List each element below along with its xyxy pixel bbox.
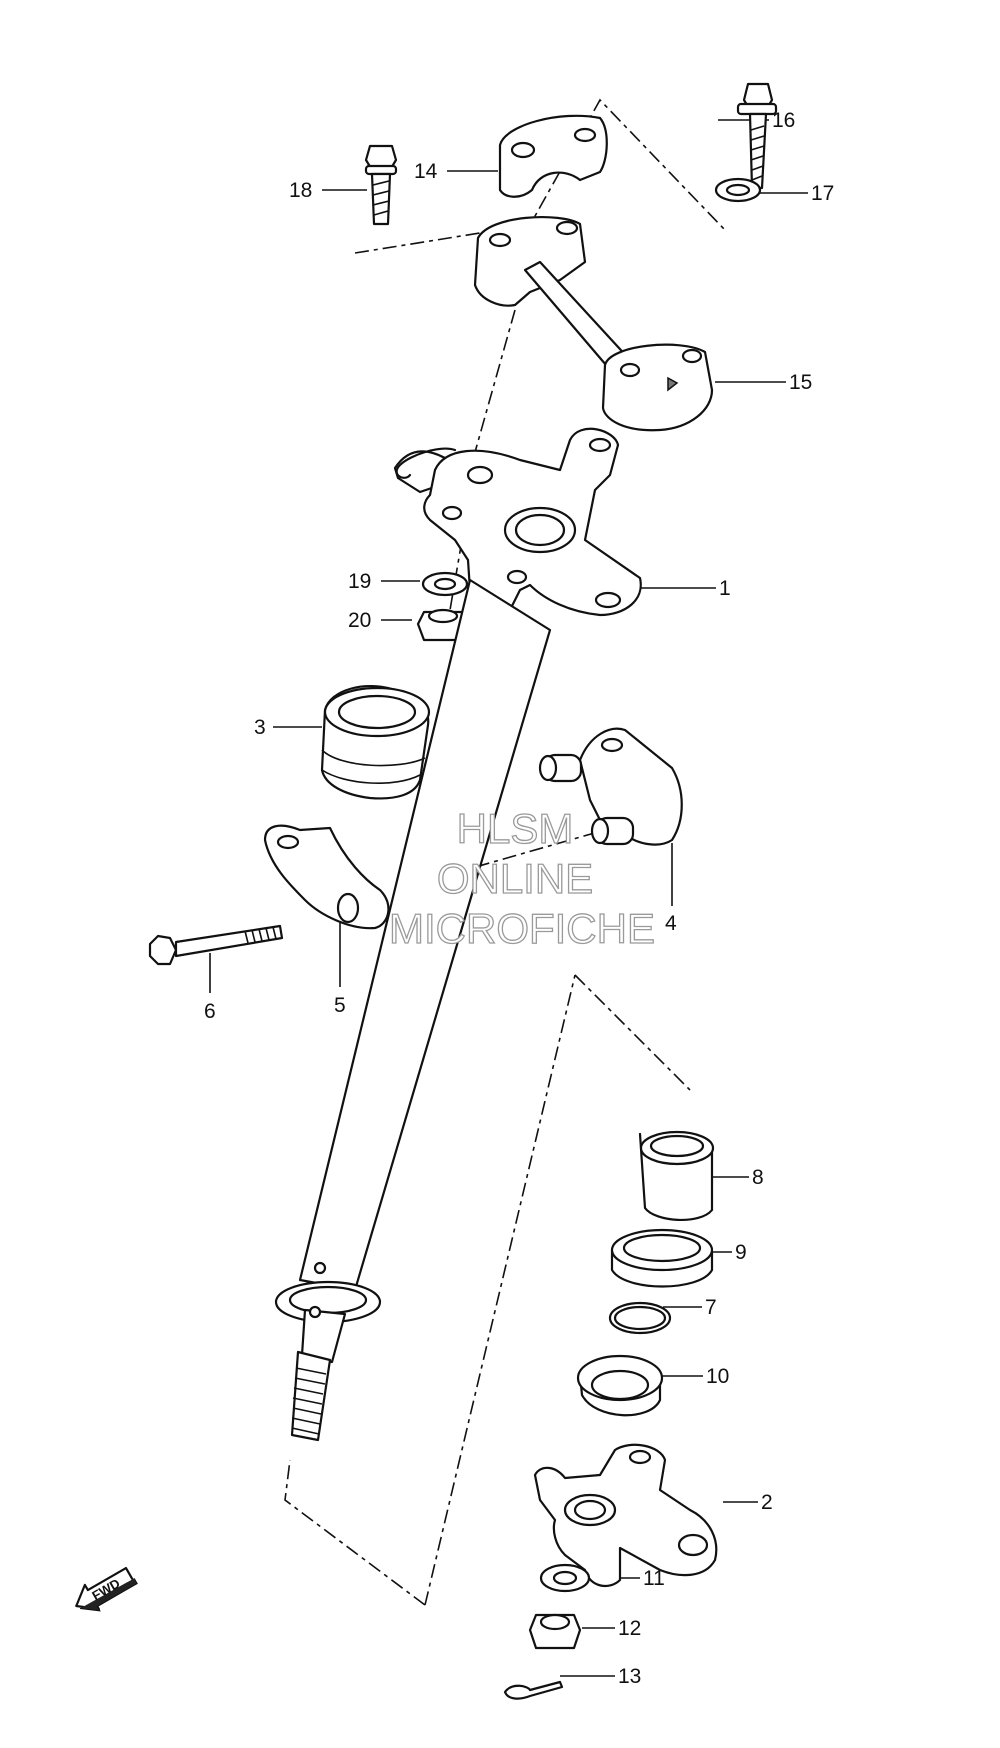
label-part-9: 9 [735, 1241, 747, 1264]
bushing-3-icon [320, 685, 431, 800]
label-part-12: 12 [618, 1617, 641, 1640]
label-part-8: 8 [752, 1166, 764, 1189]
label-part-7: 7 [705, 1296, 717, 1319]
handlebar-holder-15-icon [473, 216, 714, 432]
label-part-3: 3 [254, 716, 266, 739]
collar-8-icon [638, 1130, 715, 1221]
shaft-holder-5-icon [263, 824, 390, 930]
seal-10-icon [576, 1354, 664, 1417]
lock-washer-17-icon [714, 177, 762, 203]
nut-20-icon [416, 608, 470, 642]
bolt-16-icon [736, 82, 778, 190]
label-part-5: 5 [334, 994, 346, 1017]
castle-nut-12-icon [528, 1613, 582, 1650]
label-part-14: 14 [414, 160, 438, 183]
o-ring-7-icon [608, 1301, 672, 1335]
part-labels: 16 17 14 18 15 1 19 20 3 4 5 6 8 9 7 10 … [204, 109, 834, 1688]
label-part-17: 17 [811, 182, 834, 205]
bolt-18-icon [364, 144, 398, 226]
label-part-2: 2 [761, 1491, 773, 1514]
cotter-pin-13-icon [503, 1680, 564, 1700]
fwd-arrow-icon: FWD [75, 1566, 138, 1612]
bearing-9-icon [610, 1228, 714, 1288]
label-part-13: 13 [618, 1665, 641, 1688]
label-part-19: 19 [348, 570, 371, 593]
lower-steering-arm-2-icon [533, 1443, 718, 1588]
watermark-line-1: HLSM [457, 805, 574, 852]
shaft-holder-4-icon [538, 727, 683, 846]
label-part-11: 11 [643, 1567, 665, 1590]
label-part-18: 18 [289, 179, 312, 202]
watermark-line-3: MICROFICHE [389, 905, 655, 952]
label-part-10: 10 [706, 1365, 729, 1388]
washer-11-icon [539, 1563, 591, 1593]
watermark-line-2: ONLINE [437, 855, 593, 902]
label-part-15: 15 [789, 371, 812, 394]
label-part-4: 4 [665, 912, 677, 935]
handlebar-upper-clamp-14-icon [498, 114, 608, 198]
steering-shaft-bracket-1-icon [393, 427, 642, 627]
label-part-20: 20 [348, 609, 371, 632]
leader-lines [209, 119, 808, 1677]
steering-shaft-icon [274, 578, 552, 1442]
washer-19-icon [421, 571, 469, 597]
label-part-1: 1 [719, 577, 731, 600]
watermark: HLSM ONLINE MICROFICHE [388, 804, 655, 952]
label-part-16: 16 [772, 109, 795, 132]
label-part-6: 6 [204, 1000, 216, 1023]
long-bolt-6-icon [148, 924, 284, 966]
